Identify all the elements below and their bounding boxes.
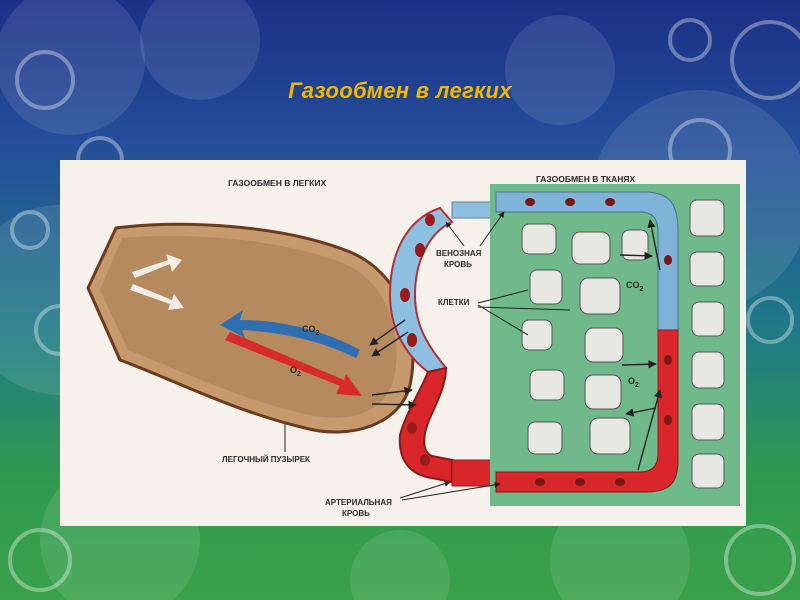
alveolus-label: ЛЕГОЧНЫЙ ПУЗЫРЕК: [222, 455, 310, 464]
o2-label-lungs: O2: [290, 365, 301, 378]
alveolus: CO2 O2: [86, 222, 415, 434]
co2-label-lungs: CO2: [302, 324, 320, 337]
venous-blood-label-line2: КРОВЬ: [444, 260, 472, 269]
venous-blood-label-line1: ВЕНОЗНАЯ: [436, 249, 482, 258]
tissue-capillary-arterial: [495, 329, 679, 493]
lung-capillary: [369, 206, 454, 484]
tissues-heading: ГАЗООБМЕН В ТКАНЯХ: [536, 174, 635, 184]
co2-arrow: [220, 310, 360, 358]
arterial-blood-label-line2: КРОВЬ: [342, 509, 370, 518]
co2-label-tissue: CO2: [626, 280, 644, 293]
gas-exchange-figure: CO2 O2: [60, 160, 746, 526]
airway-arrows: [130, 254, 184, 310]
o2-arrow: [225, 332, 362, 396]
lungs-heading: ГАЗООБМЕН В ЛЕГКИХ: [228, 178, 326, 188]
o2-label-tissue: O2: [628, 376, 639, 389]
tissue-cells: [521, 199, 725, 489]
tissue-area: CO2 O2: [490, 184, 740, 506]
arterial-blood-label-line1: АРТЕРИАЛЬНАЯ: [325, 498, 392, 507]
cells-label: КЛЕТКИ: [438, 298, 470, 307]
slide-title: Газообмен в легких: [288, 78, 512, 103]
